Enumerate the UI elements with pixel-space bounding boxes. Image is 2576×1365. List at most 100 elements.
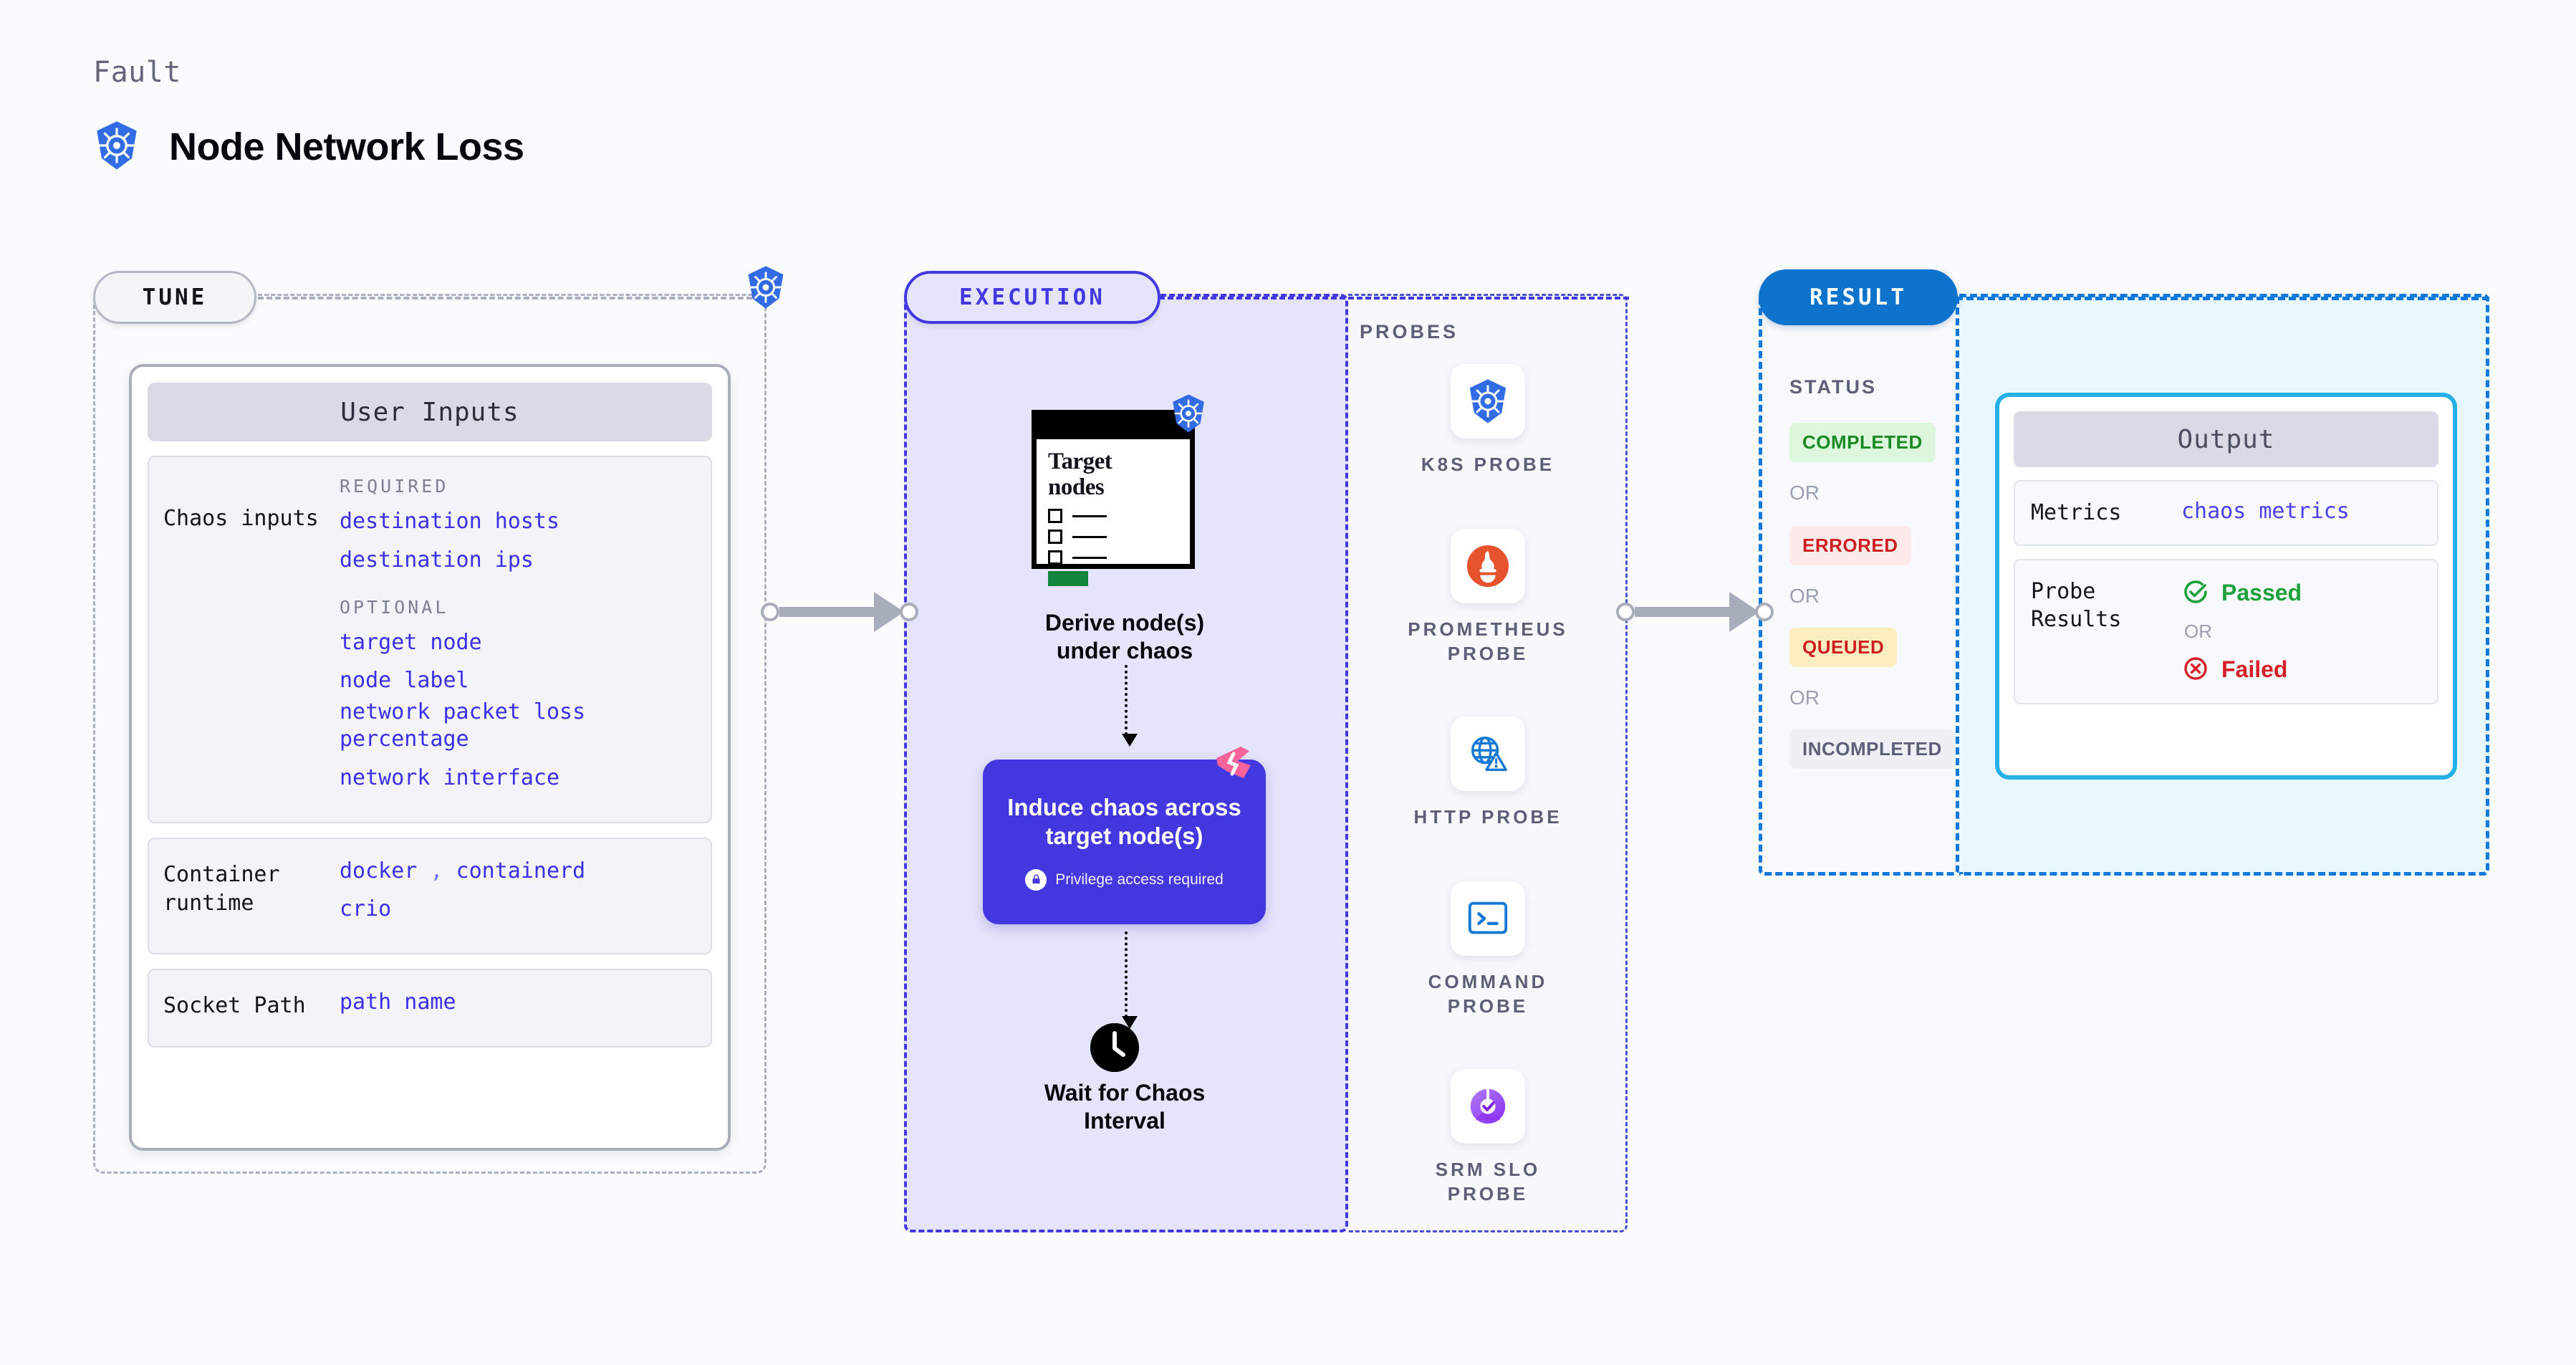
probe-name-line1: SRM SLO [1435,1159,1541,1180]
privilege-note: Privilege access required [1055,871,1224,888]
tune-header-dash [258,297,752,300]
label-line1: Probe [2031,578,2096,604]
chaos-inputs-row: Chaos inputs REQUIRED destination hosts … [148,456,712,823]
or-label: OR [1789,686,1820,709]
result-header-dash [1956,297,2489,300]
container-runtime-label: Container runtime [163,861,280,916]
required-group-title: REQUIRED [340,476,449,497]
prometheus-icon [1451,529,1525,603]
connector-line [779,607,874,617]
probe-result-passed: Passed [2181,578,2302,609]
input-network-packet-loss-percentage[interactable]: network packet loss percentage [340,699,586,752]
page-title-text: Node Network Loss [169,125,524,168]
status-title: STATUS [1789,376,1877,398]
value-path-name[interactable]: path name [340,990,456,1015]
value-containerd[interactable]: containerd [456,858,586,883]
placeholder-line [1072,535,1107,538]
user-inputs-card: User Inputs Chaos inputs REQUIRED destin… [129,364,731,1151]
user-inputs-title: User Inputs [148,383,712,441]
connector-arrowhead [1729,592,1759,632]
checkbox-icon[interactable] [1048,509,1062,524]
clock-icon [1090,1023,1139,1072]
status-badge-queued: QUEUED [1789,628,1898,667]
optional-group-title: OPTIONAL [340,596,449,618]
or-label: OR [2184,620,2212,642]
probe-name-line2: PROBE [1447,1182,1529,1204]
checkbox-icon[interactable] [1048,550,1062,565]
window-title-bar [1037,415,1190,439]
probe-command[interactable]: COMMAND PROBE [1381,881,1595,1019]
result-status-panel [1759,294,1959,876]
connector-arrowhead [874,592,904,632]
probe-results-label: Probe Results [2031,578,2181,686]
tune-pill[interactable]: TUNE [93,271,256,324]
checkbox-icon[interactable] [1048,530,1062,545]
status-badge-completed: COMPLETED [1789,423,1936,462]
terminal-icon [1451,881,1525,956]
failed-label: Failed [2221,656,2288,683]
node-list-item[interactable] [1048,530,1178,545]
target-nodes-title-line2: nodes [1048,474,1105,500]
connector-tune-to-execution [761,592,918,632]
connector-start-dot [761,603,779,621]
input-destination-hosts[interactable]: destination hosts [340,509,560,534]
metrics-label: Metrics [2031,500,2122,525]
input-target-node[interactable]: target node [340,629,482,655]
caption-line2: under chaos [1056,638,1193,664]
connector-execution-to-result [1616,592,1774,632]
flow-arrow-1 [1122,665,1138,747]
execution-pill[interactable]: EXECUTION [904,271,1160,324]
wait-interval-caption: Wait for Chaos Interval [989,1079,1261,1135]
metrics-value[interactable]: chaos metrics [2181,499,2350,524]
probe-name-line1: HTTP [1413,806,1474,828]
caption-line1: Wait for Chaos [1044,1080,1206,1106]
probe-name-line1: K8S [1421,454,1466,475]
probe-k8s[interactable]: K8S PROBE [1381,364,1595,477]
chaos-inputs-label: Chaos inputs [163,506,319,531]
connector-end-dot [1755,603,1774,621]
flow-arrow-2 [1122,931,1138,1029]
probe-name-line1: COMMAND [1428,971,1548,992]
confirm-bar [1048,571,1088,587]
check-circle-icon [2181,578,2210,609]
label-line2: Results [2031,607,2122,633]
connector-start-dot [1616,603,1635,621]
probe-http[interactable]: HTTP PROBE [1381,717,1595,830]
placeholder-line [1072,556,1107,559]
kubernetes-icon [745,265,787,312]
placeholder-line [1072,514,1107,517]
kubernetes-icon [1451,364,1525,439]
tune-panel [93,294,766,1174]
http-globe-warning-icon [1451,717,1525,791]
value-separator: , [430,858,443,883]
probe-result-failed: Failed [2181,654,2302,686]
caption-line1: Derive node(s) [1044,610,1205,636]
input-destination-ips[interactable]: destination ips [340,547,534,573]
srm-slo-gauge-icon [1451,1069,1525,1144]
derive-nodes-caption: Derive node(s) under chaos [989,609,1261,665]
input-node-label[interactable]: node label [340,668,469,694]
induce-chaos-step[interactable]: Induce chaos across target node(s) Privi… [983,760,1266,924]
value-crio[interactable]: crio [340,896,392,922]
lock-icon [1025,868,1047,891]
node-list-item[interactable] [1048,509,1178,524]
passed-label: Passed [2221,580,2302,606]
or-label: OR [1789,482,1820,504]
x-circle-icon [2181,654,2210,686]
or-label: OR [1789,585,1820,607]
value-docker[interactable]: docker [340,858,418,883]
input-network-interface[interactable]: network interface [340,765,560,790]
chaos-title-line1: Induce chaos across [1007,794,1241,821]
container-runtime-row: Container runtime docker , containerd cr… [148,837,712,955]
node-list-item[interactable] [1048,550,1178,565]
result-pill[interactable]: RESULT [1759,269,1958,325]
probe-name-line2: PROBE [1447,642,1529,664]
probe-name-line2: PROBE [1447,995,1529,1017]
probe-results-row: Probe Results Passed OR [2014,558,2438,704]
metrics-row: Metrics chaos metrics [2014,480,2438,546]
container-runtime-values-line1[interactable]: docker , containerd [340,858,696,885]
output-card: Output Metrics chaos metrics Probe Resul… [1995,393,2457,780]
